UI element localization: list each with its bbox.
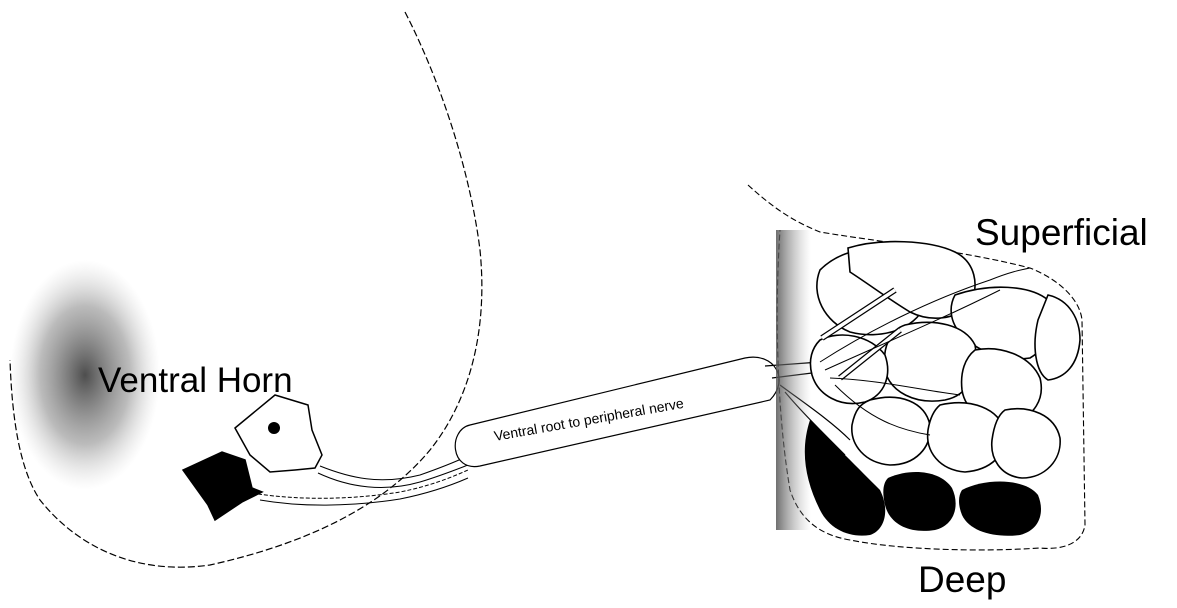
- superficial-label: Superficial: [975, 212, 1148, 253]
- motor-neuron-dark: [183, 452, 262, 520]
- deep-label: Deep: [918, 559, 1006, 600]
- light-fibers: [810, 242, 1080, 478]
- peripheral-nerve: Ventral root to peripheral nerve: [455, 357, 779, 466]
- neuron-nucleus: [268, 422, 280, 434]
- ventral-horn-label: Ventral Horn: [98, 361, 293, 400]
- motor-neuron-light: [235, 395, 322, 472]
- muscle-edge-shading: [776, 230, 811, 530]
